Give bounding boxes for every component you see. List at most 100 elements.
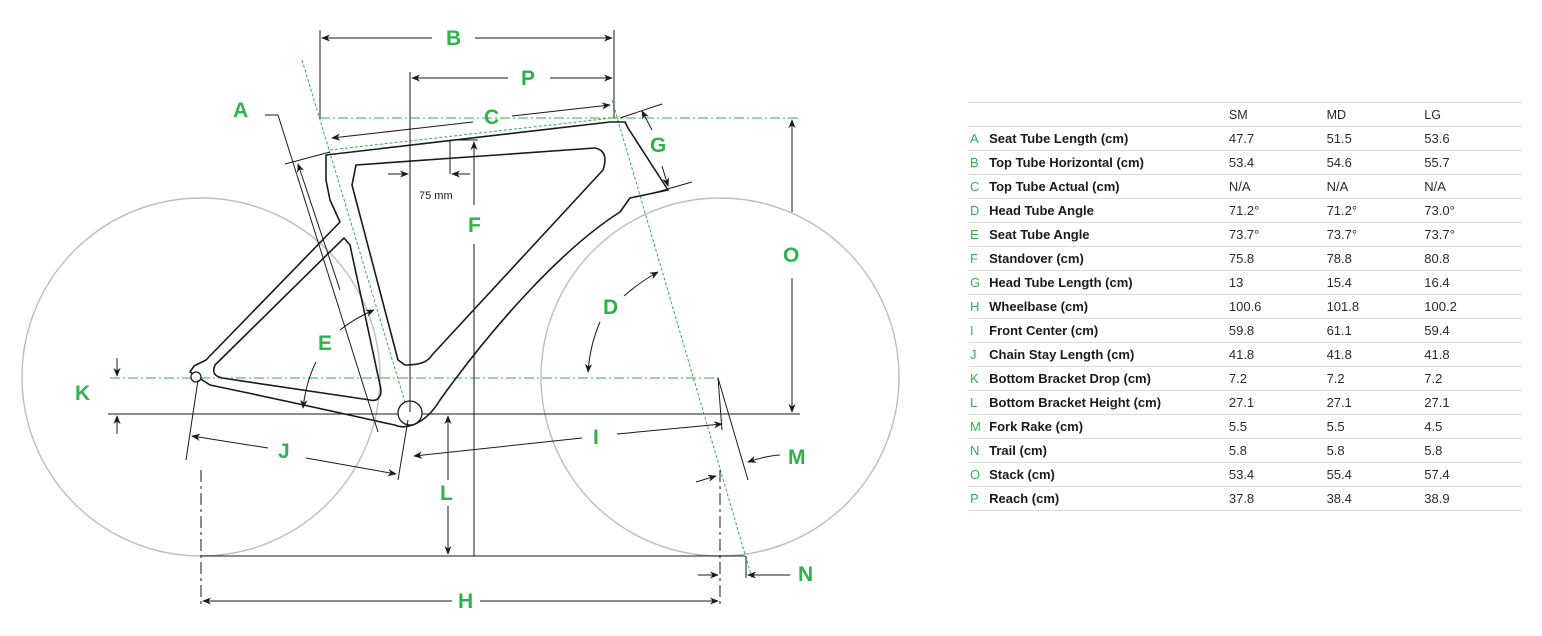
j-arrow-left — [191, 433, 269, 449]
row-value-sm: 41.8 — [1228, 342, 1327, 367]
label-f: F — [468, 214, 481, 237]
label-j: J — [278, 440, 290, 463]
frame-inner-rear — [212, 237, 382, 402]
row-value-sm: 100.6 — [1228, 294, 1327, 319]
row-measurement-name: Stack (cm) — [989, 462, 1229, 487]
row-measurement-name: Seat Tube Length (cm) — [989, 126, 1229, 151]
steering-axis — [611, 99, 753, 579]
row-value-lg: 4.5 — [1424, 414, 1522, 439]
j-arrow-right — [305, 457, 397, 477]
label-l: L — [440, 482, 453, 505]
top-tube-axis — [329, 117, 613, 151]
row-value-sm: 13 — [1228, 270, 1327, 295]
label-p: P — [521, 67, 535, 90]
g-tick-bottom — [649, 181, 693, 195]
row-value-lg: 7.2 — [1424, 366, 1522, 391]
row-value-md: N/A — [1326, 174, 1425, 199]
row-letter: H — [969, 294, 990, 319]
row-value-md: 73.7° — [1326, 222, 1425, 247]
e-arc-upper — [339, 309, 375, 331]
fork-blade — [717, 377, 749, 481]
row-measurement-name: Head Tube Length (cm) — [989, 270, 1229, 295]
row-value-lg: 57.4 — [1424, 462, 1522, 487]
row-measurement-name: Standover (cm) — [989, 246, 1229, 271]
i-arrow-left — [413, 437, 583, 459]
row-letter: N — [969, 438, 990, 463]
label-h: H — [458, 590, 473, 613]
row-value-lg: 27.1 — [1424, 390, 1522, 415]
row-value-md: 5.5 — [1326, 414, 1425, 439]
header-blank-letter — [969, 102, 990, 127]
a-line — [277, 114, 379, 433]
row-value-lg: 80.8 — [1424, 246, 1522, 271]
row-measurement-name: Seat Tube Angle — [989, 222, 1229, 247]
g-tick-top — [619, 103, 663, 119]
label-o: O — [783, 244, 799, 267]
label-a: A — [233, 99, 248, 122]
row-value-md: 27.1 — [1326, 390, 1425, 415]
row-value-sm: 53.4 — [1228, 150, 1327, 175]
row-letter: F — [969, 246, 990, 271]
label-g: G — [650, 134, 666, 157]
table-header-row: SM MD LG — [969, 102, 1522, 127]
row-value-sm: N/A — [1228, 174, 1327, 199]
row-value-lg: N/A — [1424, 174, 1522, 199]
row-measurement-name: Bottom Bracket Drop (cm) — [989, 366, 1229, 391]
row-value-sm: 73.7° — [1228, 222, 1327, 247]
row-letter: M — [969, 414, 990, 439]
row-measurement-name: Wheelbase (cm) — [989, 294, 1229, 319]
header-size-lg: LG — [1424, 102, 1522, 127]
label-75mm: 75 mm — [419, 190, 453, 202]
row-measurement-name: Reach (cm) — [989, 486, 1229, 511]
row-value-lg: 100.2 — [1424, 294, 1522, 319]
row-measurement-name: Top Tube Actual (cm) — [989, 174, 1229, 199]
row-value-md: 101.8 — [1326, 294, 1425, 319]
row-letter: K — [969, 366, 990, 391]
row-value-md: 7.2 — [1326, 366, 1425, 391]
row-value-lg: 73.0° — [1424, 198, 1522, 223]
row-value-sm: 5.5 — [1228, 414, 1327, 439]
row-value-sm: 71.2° — [1228, 198, 1327, 223]
label-i: I — [593, 426, 599, 449]
g-arrow-up — [641, 110, 653, 131]
row-letter: C — [969, 174, 990, 199]
row-value-lg: 73.7° — [1424, 222, 1522, 247]
row-letter: J — [969, 342, 990, 367]
row-value-lg: 41.8 — [1424, 342, 1522, 367]
seat-tube-axis — [301, 59, 409, 413]
row-letter: L — [969, 390, 990, 415]
row-letter: A — [969, 126, 990, 151]
row-letter: O — [969, 462, 990, 487]
i-arrow-right — [616, 421, 723, 435]
frame-inner-main — [351, 147, 606, 366]
c-arrow-left — [331, 121, 474, 141]
row-value-lg: 38.9 — [1424, 486, 1522, 511]
row-measurement-name: Chain Stay Length (cm) — [989, 342, 1229, 367]
a-tick — [284, 151, 331, 165]
row-letter: D — [969, 198, 990, 223]
row-measurement-name: Bottom Bracket Height (cm) — [989, 390, 1229, 415]
header-blank-name — [989, 102, 1229, 127]
row-value-lg: 5.8 — [1424, 438, 1522, 463]
label-n: N — [798, 563, 813, 586]
label-m: M — [788, 446, 806, 469]
row-measurement-name: Trail (cm) — [989, 438, 1229, 463]
row-value-md: 38.4 — [1326, 486, 1425, 511]
row-value-md: 54.6 — [1326, 150, 1425, 175]
label-k: K — [75, 382, 90, 405]
row-value-sm: 53.4 — [1228, 462, 1327, 487]
j-ext-right — [397, 419, 409, 481]
rear-dropout — [190, 371, 202, 383]
e-arc-lower — [300, 361, 317, 409]
label-d: D — [603, 296, 618, 319]
